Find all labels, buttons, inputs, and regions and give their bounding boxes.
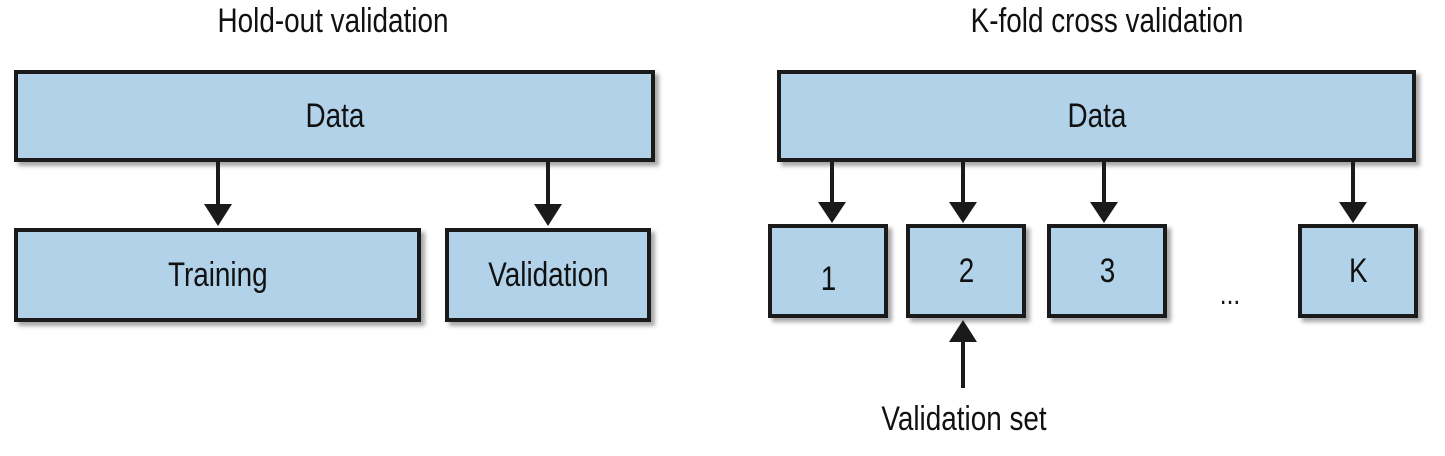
fold-ellipsis: ... [1219,278,1241,311]
fold-label-k: K [1348,251,1368,290]
holdout-title: Hold-out validation [217,2,449,40]
arrow-data-to-fold-3 [1090,162,1118,223]
validation-set-label: Validation set [881,400,1047,438]
fold-label-2: 2 [958,251,974,290]
fold-label-3: 3 [1099,251,1115,290]
holdout-data-label: Data [305,96,364,135]
kfold-title: K-fold cross validation [970,2,1244,40]
holdout-data-box: Data [14,70,655,162]
arrow-data-to-fold-k [1339,162,1367,223]
kfold-data-label: Data [1067,96,1126,135]
fold-box-2: 2 [906,224,1026,318]
training-box: Training [14,228,421,322]
arrow-data-to-validation [534,162,562,226]
fold-label-1: 1 [820,259,836,298]
validation-box: Validation [445,228,651,322]
validation-label: Validation [487,255,609,294]
training-label: Training [167,255,268,294]
arrow-data-to-fold-2 [949,162,977,223]
fold-box-k: K [1298,224,1418,318]
arrow-data-to-fold-1 [818,162,846,223]
arrow-data-to-training [204,162,232,226]
fold-box-3: 3 [1047,224,1167,318]
arrow-validation-set-pointer [949,320,977,388]
fold-box-1: 1 [768,224,888,318]
kfold-data-box: Data [777,70,1416,162]
